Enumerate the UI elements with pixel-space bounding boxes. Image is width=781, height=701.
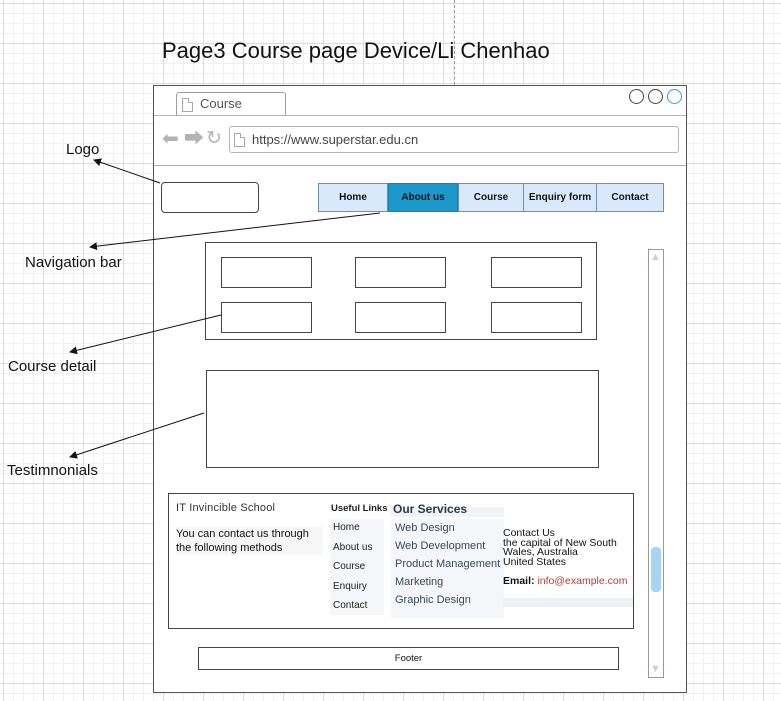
arrow-testimonials: [69, 412, 205, 459]
window-control-circle[interactable]: [667, 89, 682, 104]
footer-link-home[interactable]: Home: [333, 522, 360, 533]
scroll-down-icon[interactable]: ▼: [650, 663, 661, 675]
browser-tab-label: Course: [200, 96, 242, 111]
url-text: https://www.superstar.edu.cn: [252, 132, 419, 147]
useful-links-heading: Useful Links: [331, 503, 388, 514]
tab-bar-divider: [154, 115, 686, 116]
contact-us-block: Contact Us the capital of New South Wale…: [503, 527, 617, 568]
service-graphic-design[interactable]: Graphic Design: [395, 594, 471, 606]
contact-us-line: United States: [503, 555, 567, 568]
services-header-band: [391, 507, 504, 517]
arrow-course-detail: [69, 314, 222, 355]
school-name: IT Invincible School: [176, 502, 276, 514]
contact-band: [503, 598, 633, 607]
footer-link-course[interactable]: Course: [333, 561, 366, 572]
annotation-logo: Logo: [66, 141, 100, 158]
testimonials-section: [206, 370, 599, 468]
contact-us-line: Wales, Australia: [503, 546, 578, 558]
email-address[interactable]: info@example.com: [537, 575, 628, 587]
course-card[interactable]: [355, 257, 446, 288]
footer-link-enquiry[interactable]: Enquiry: [333, 581, 367, 592]
annotation-course-detail: Course detail: [8, 358, 97, 375]
contact-us-line: the capital of New South: [503, 536, 617, 549]
scroll-up-icon[interactable]: ▲: [650, 251, 661, 263]
course-card[interactable]: [491, 302, 582, 333]
forward-arrow-icon[interactable]: ⮕: [184, 128, 204, 150]
annotation-navigation-bar: Navigation bar: [25, 254, 122, 271]
nav-item-home[interactable]: Home: [318, 183, 388, 212]
window-control-circle[interactable]: [629, 89, 644, 104]
logo-placeholder[interactable]: [161, 182, 259, 213]
footer-link-contact[interactable]: Contact: [333, 600, 368, 611]
service-web-design[interactable]: Web Design: [395, 522, 455, 534]
footer-bar: Footer: [198, 647, 619, 670]
browser-tab[interactable]: [176, 92, 286, 116]
footer-link-about-us[interactable]: About us: [333, 542, 373, 553]
service-product-management[interactable]: Product Management: [395, 558, 501, 570]
guide-line: [454, 0, 455, 100]
contact-email: Email: info@example.com: [503, 575, 627, 587]
nav-item-about-us[interactable]: About us: [388, 183, 458, 212]
refresh-icon[interactable]: ↻: [206, 128, 222, 149]
annotation-testimonials: Testimnonials: [7, 462, 98, 479]
page-title: Page3 Course page Device/Li Chenhao: [162, 38, 550, 63]
service-marketing[interactable]: Marketing: [395, 576, 444, 588]
scrollbar-thumb[interactable]: [651, 547, 661, 592]
nav-item-contact[interactable]: Contact: [596, 183, 664, 212]
window-control-circle[interactable]: [648, 89, 663, 104]
address-bar[interactable]: [229, 126, 679, 153]
arrow-logo: [93, 158, 161, 184]
page-icon: [234, 133, 245, 147]
arrow-navigation-bar: [89, 212, 381, 251]
back-arrow-icon[interactable]: ⬅: [162, 128, 179, 150]
contact-us-heading: Contact Us: [503, 527, 555, 539]
useful-links-column: [330, 519, 384, 615]
course-card[interactable]: [491, 257, 582, 288]
services-column: [391, 519, 504, 618]
contact-description: You can contact us through the following…: [176, 527, 322, 555]
nav-item-enquiry-form[interactable]: Enquiry form: [523, 183, 597, 212]
page-icon: [182, 98, 193, 112]
address-bar-divider: [154, 165, 686, 166]
course-card[interactable]: [355, 302, 446, 333]
service-web-development[interactable]: Web Development: [395, 540, 486, 552]
course-card[interactable]: [221, 257, 312, 288]
email-label: Email:: [503, 575, 535, 587]
services-heading: Our Services: [393, 502, 468, 516]
course-card[interactable]: [221, 302, 312, 333]
